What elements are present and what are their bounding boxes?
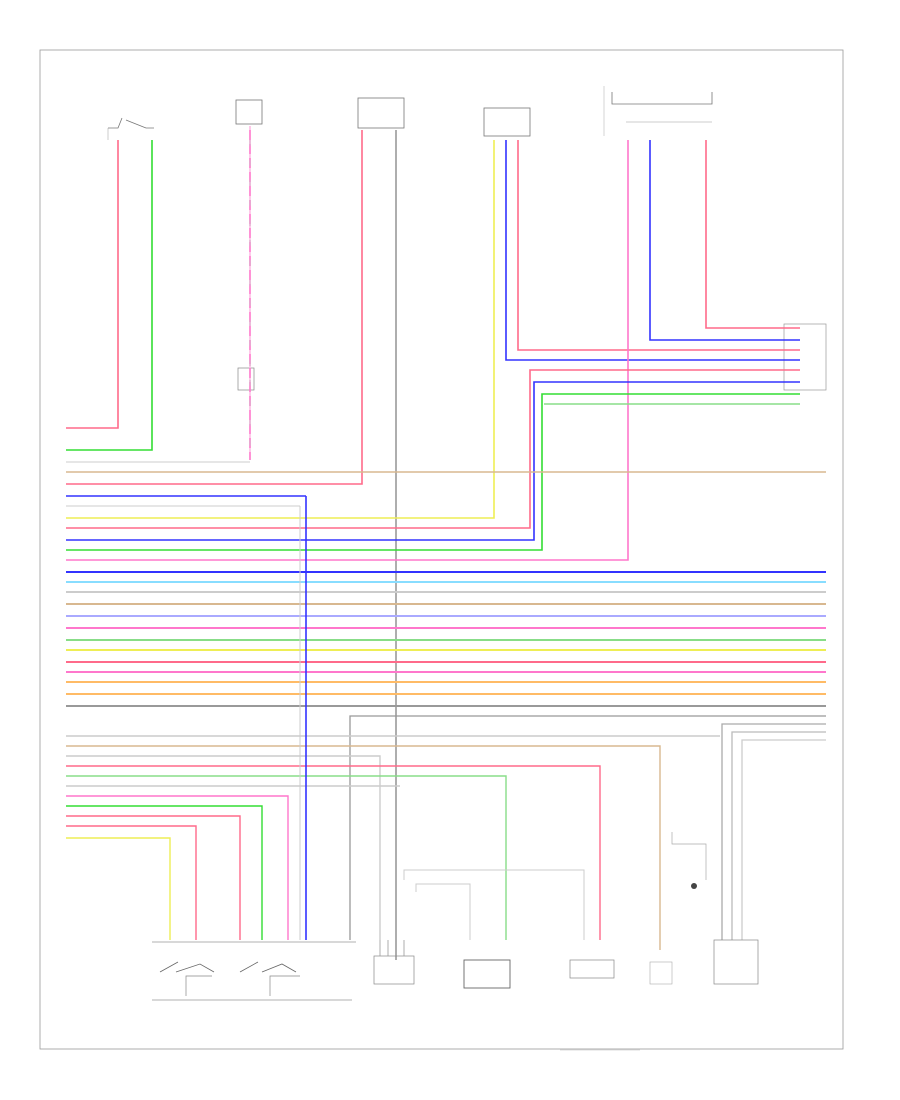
component-top-1 bbox=[107, 117, 154, 140]
diagram-frame bbox=[39, 49, 844, 1050]
component-top-5 bbox=[603, 86, 713, 136]
component-top-3 bbox=[357, 97, 405, 129]
component-top-4 bbox=[483, 107, 531, 137]
component-bottom-switch bbox=[152, 941, 356, 1001]
component-bottom-module bbox=[569, 959, 615, 979]
component-bottom-sensor bbox=[373, 869, 585, 985]
main-harness bbox=[66, 571, 826, 707]
component-bottom-solenoid bbox=[463, 959, 511, 989]
connector-right bbox=[783, 323, 827, 391]
lower-harness bbox=[66, 735, 720, 950]
lower-right-wires bbox=[349, 715, 826, 940]
connector-wires bbox=[66, 369, 800, 551]
component-top-2 bbox=[235, 99, 263, 125]
inline-device bbox=[237, 367, 255, 391]
top-wires bbox=[66, 126, 800, 960]
component-bottom-right bbox=[649, 832, 759, 985]
